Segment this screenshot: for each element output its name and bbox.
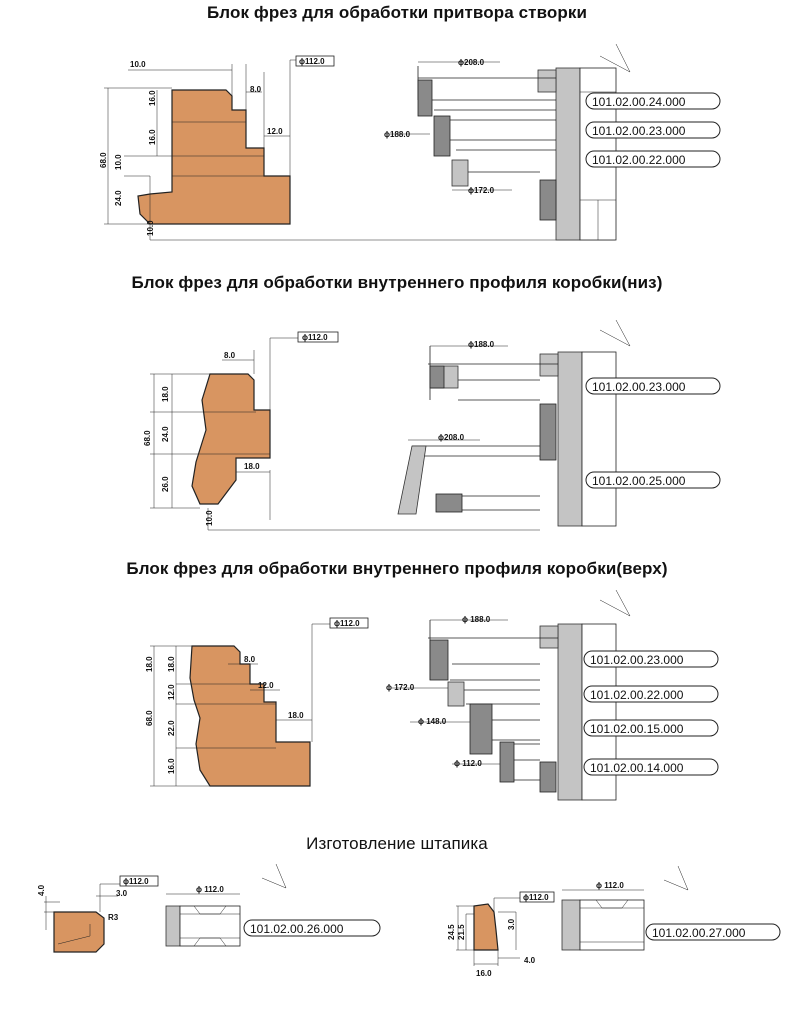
dim-3-g: 18.0 <box>288 711 304 720</box>
profile-1 <box>137 89 291 225</box>
dim-4-d: 21.5 <box>457 924 466 940</box>
dia-1-c: ϕ188.0 <box>384 130 411 139</box>
dim-2-b: 18.0 <box>161 386 170 402</box>
profile-4b <box>473 903 499 951</box>
profile-4a <box>53 911 105 953</box>
code-3-b: 101.02.00.22.000 <box>590 688 684 702</box>
code-2-b: 101.02.00.25.000 <box>592 474 686 488</box>
code-1-a: 101.02.00.24.000 <box>592 95 686 109</box>
dim-1-top: 10.0 <box>130 60 146 69</box>
code-3-c: 101.02.00.15.000 <box>590 722 684 736</box>
dia-1-a: ϕ112.0 <box>299 57 325 66</box>
dim-3-h: 16.0 <box>167 758 176 774</box>
section-1-title: Блок фрез для обработки притвора створки <box>206 3 588 22</box>
dim-3-f: 22.0 <box>167 720 176 736</box>
dim-4-b: 3.0 <box>116 889 128 898</box>
code-3-a: 101.02.00.23.000 <box>590 653 684 667</box>
code-4-b: 101.02.00.27.000 <box>652 926 746 940</box>
code-4-a: 101.02.00.26.000 <box>250 922 344 936</box>
dim-4-c: 24.5 <box>447 924 456 940</box>
code-2-a: 101.02.00.23.000 <box>592 380 686 394</box>
dia-3-b: ϕ 188.0 <box>462 615 491 624</box>
section-2-title: Блок фрез для обработки внутреннего проф… <box>131 273 663 292</box>
dim-3-total: 68.0 <box>145 710 154 726</box>
dim-3-b: 18.0 <box>167 656 176 672</box>
dim-3-a: 18.0 <box>145 656 154 672</box>
dim-2-a: 8.0 <box>224 351 236 360</box>
dia-3-e: ϕ 112.0 <box>454 759 482 768</box>
dim-4-e: 3.0 <box>507 918 516 930</box>
dim-3-e: 12.0 <box>258 681 274 690</box>
dia-3-d: ϕ 148.0 <box>418 717 447 726</box>
section-4-title: Изготовление штапика <box>306 834 488 853</box>
dim-3-c: 8.0 <box>244 655 256 664</box>
dim-1-f: 10.0 <box>114 154 123 170</box>
section-1-drawing: 10.0 8.0 16.0 16.0 12.0 10.0 68.0 24.0 1… <box>99 43 721 241</box>
dim-2-d: 18.0 <box>244 462 260 471</box>
dim-2-f: 10.0 <box>205 510 214 526</box>
dim-1-d: 16.0 <box>148 129 157 145</box>
dia-1-d: ϕ172.0 <box>468 186 495 195</box>
dim-2-e: 26.0 <box>161 476 170 492</box>
dim-1-g: 24.0 <box>114 190 123 206</box>
dia-3-a: ϕ112.0 <box>334 619 360 628</box>
code-3-d: 101.02.00.14.000 <box>590 761 684 775</box>
dia-4-a: ϕ112.0 <box>123 877 149 886</box>
dim-4-g: 4.0 <box>524 956 536 965</box>
section-3-title: Блок фрез для обработки внутреннего проф… <box>126 559 668 578</box>
dim-1-h: 10.0 <box>146 220 155 236</box>
dim-4-f: 16.0 <box>476 969 492 978</box>
dim-4-r: R3 <box>108 913 119 922</box>
dim-3-d: 12.0 <box>167 684 176 700</box>
dia-2-a: ϕ112.0 <box>302 333 328 342</box>
dim-1-c: 16.0 <box>148 90 157 106</box>
section-3-drawing: 18.0 18.0 8.0 12.0 12.0 68.0 22.0 18.0 1… <box>145 589 719 801</box>
section-4-drawing: 4.0 3.0 R3 ϕ112.0 ϕ 112.0 101.02.00.26.0… <box>37 863 781 978</box>
dia-4-c: ϕ112.0 <box>523 893 549 902</box>
dia-2-c: ϕ208.0 <box>438 433 465 442</box>
profile-2 <box>191 373 271 505</box>
dim-1-total: 68.0 <box>99 152 108 168</box>
dim-2-c: 24.0 <box>161 426 170 442</box>
dia-4-d: ϕ 112.0 <box>596 881 624 890</box>
dim-1-b: 8.0 <box>250 85 262 94</box>
dim-4-a: 4.0 <box>37 884 46 896</box>
code-1-c: 101.02.00.22.000 <box>592 153 686 167</box>
code-1-b: 101.02.00.23.000 <box>592 124 686 138</box>
dia-2-b: ϕ188.0 <box>468 340 495 349</box>
dia-3-c: ϕ 172.0 <box>386 683 415 692</box>
dim-2-total: 68.0 <box>143 430 152 446</box>
dia-1-b: ϕ208.0 <box>458 58 485 67</box>
dia-4-b: ϕ 112.0 <box>196 885 224 894</box>
dim-1-e: 12.0 <box>267 127 283 136</box>
section-2-drawing: 8.0 18.0 24.0 68.0 18.0 26.0 10.0 ϕ112.0… <box>143 319 721 531</box>
